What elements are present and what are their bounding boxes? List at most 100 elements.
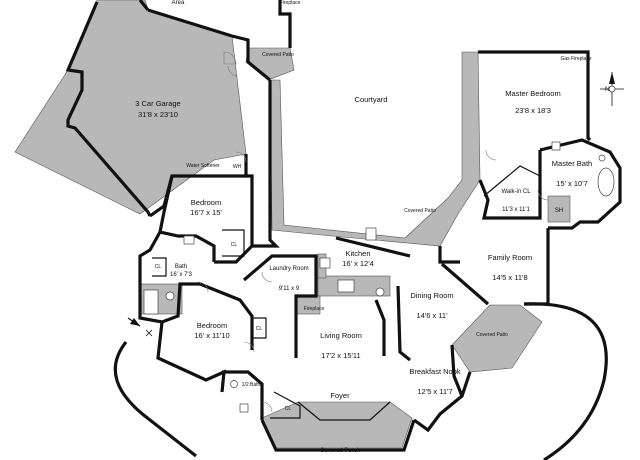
master-bedroom-dims: 23'8 x 18'3 — [515, 106, 551, 115]
covered-patio-right-floor — [451, 304, 543, 373]
breakfast-dims: 12'5 x 11'7 — [417, 387, 452, 396]
label-gas-fireplace: Gas Fireplace — [560, 56, 591, 62]
master-bath-walls — [539, 138, 622, 230]
walkin-name: Walk-in CL — [501, 189, 531, 195]
porch-inner — [297, 401, 391, 421]
master-lower-walls — [478, 150, 542, 220]
top-walls — [138, 0, 150, 11]
bedroom1-name: Bedroom — [191, 198, 221, 207]
kitchen-fridge — [365, 227, 377, 241]
breakfast-walls — [413, 371, 472, 433]
master-bath-dims: 15' x 10'7 — [556, 179, 588, 188]
half-bath-walls — [222, 370, 264, 420]
label-area: Area — [172, 0, 185, 6]
bedroom2-closet — [252, 317, 267, 339]
family-name: Family Room — [488, 253, 532, 262]
half-bath-name: 1/2 Bath — [242, 382, 261, 388]
kitchen-sink — [375, 287, 385, 297]
garage-dims: 31'8 x 23'10 — [138, 110, 178, 119]
foyer-closet — [270, 391, 301, 419]
family-walls — [524, 228, 550, 306]
top-walls-2 — [278, 0, 292, 48]
terrace-outline — [113, 302, 608, 460]
laundry-walls — [242, 254, 318, 358]
door-swing — [261, 271, 273, 283]
label-fireplace-living: Fireplace — [304, 306, 325, 312]
entrance-arrow-icon — [127, 317, 153, 337]
dining-wall — [396, 285, 411, 362]
label-covered-patio-right: Covered Patio — [476, 332, 508, 338]
laundry-name: Laundry Room — [269, 266, 308, 272]
label-covered-patio-mid: Covered Patio — [404, 208, 436, 214]
living-name: Living Room — [320, 331, 362, 340]
bedroom2-walls — [199, 282, 254, 350]
courtyard-patio-floor — [269, 51, 481, 247]
half-bath-toilet — [230, 380, 238, 388]
kitchen-dims: 16' x 12'4 — [342, 259, 374, 268]
label-cl-bedroom2: CL — [256, 326, 263, 332]
bedroom2-dims: 16' x 11'10 — [194, 331, 229, 340]
bedroom1-closet — [222, 229, 245, 257]
garage-walls — [65, 1, 152, 217]
master-walkin-walls — [483, 165, 541, 197]
dining-dims: 14'6 x 11' — [416, 311, 448, 320]
bedroom2-name: Bedroom — [197, 321, 227, 330]
dining-name: Dining Room — [410, 291, 453, 300]
living-dims: 17'2 x 15'11 — [321, 351, 360, 360]
master-bedroom-name: Master Bedroom — [505, 89, 560, 98]
master-walls — [478, 50, 592, 142]
master-tub — [597, 167, 615, 197]
label-cl-bath: CL — [155, 264, 162, 270]
bath-dims: 16' x 7'3 — [170, 272, 193, 278]
breakfast-bay — [450, 344, 464, 397]
top-walls-3 — [231, 34, 272, 82]
master-bath-name: Master Bath — [552, 159, 592, 168]
master-shower — [547, 195, 571, 223]
label-cl-bedroom1: CL — [231, 242, 238, 248]
master-toilet — [598, 154, 606, 162]
half-bath-sink — [239, 403, 249, 413]
covered-patio-top-floor — [245, 47, 295, 81]
north-arrow-icon — [600, 72, 624, 106]
corridor-walls — [252, 80, 280, 248]
door-swing — [537, 189, 549, 201]
bedroom1-walls — [158, 175, 216, 262]
bedroom1-dims: 16'7 x 15' — [190, 208, 222, 217]
garage-walls-2 — [147, 8, 233, 38]
door-swing — [261, 401, 273, 413]
breakfast-name: Breakfast Nook — [409, 367, 461, 376]
laundry-dims: 9'11 x 9 — [279, 286, 300, 292]
walkin-dims: 11'3 x 11'1 — [502, 207, 530, 213]
door-swing — [485, 149, 497, 161]
bedroom2-lower — [156, 321, 226, 393]
master-sink — [551, 141, 561, 151]
door-swing — [235, 151, 247, 163]
foyer-name: Foyer — [330, 391, 350, 400]
bath-inner — [152, 257, 167, 277]
laundry-sink — [319, 257, 331, 269]
family-divider — [440, 262, 490, 306]
door-swing — [227, 65, 239, 77]
courtyard-name: Courtyard — [355, 95, 388, 104]
north-label: N — [605, 87, 609, 93]
bath-walls — [138, 231, 200, 324]
kitchen-range — [337, 279, 355, 293]
family-dims: 14'5 x 11'8 — [492, 273, 527, 282]
garage-name: 3 Car Garage — [135, 99, 180, 108]
bath-tub — [143, 289, 159, 315]
corridor-walls-2 — [214, 174, 254, 264]
kitchen-name: Kitchen — [345, 249, 370, 258]
kitchen-top-wall — [335, 236, 411, 258]
bath-name: Bath — [175, 264, 187, 270]
door-swing — [197, 281, 209, 293]
label-fireplace-top: Fireplace — [280, 0, 301, 6]
door-swing — [223, 51, 237, 65]
label-sh: SH — [555, 208, 563, 214]
label-covered-patio-top: Covered Patio — [262, 52, 294, 58]
porch-walls — [260, 419, 416, 452]
label-water-softener: Water Softener — [186, 163, 220, 169]
bath-sink — [183, 235, 195, 245]
label-cl-foyer: CL — [285, 406, 292, 412]
living-right-wall — [374, 299, 386, 356]
